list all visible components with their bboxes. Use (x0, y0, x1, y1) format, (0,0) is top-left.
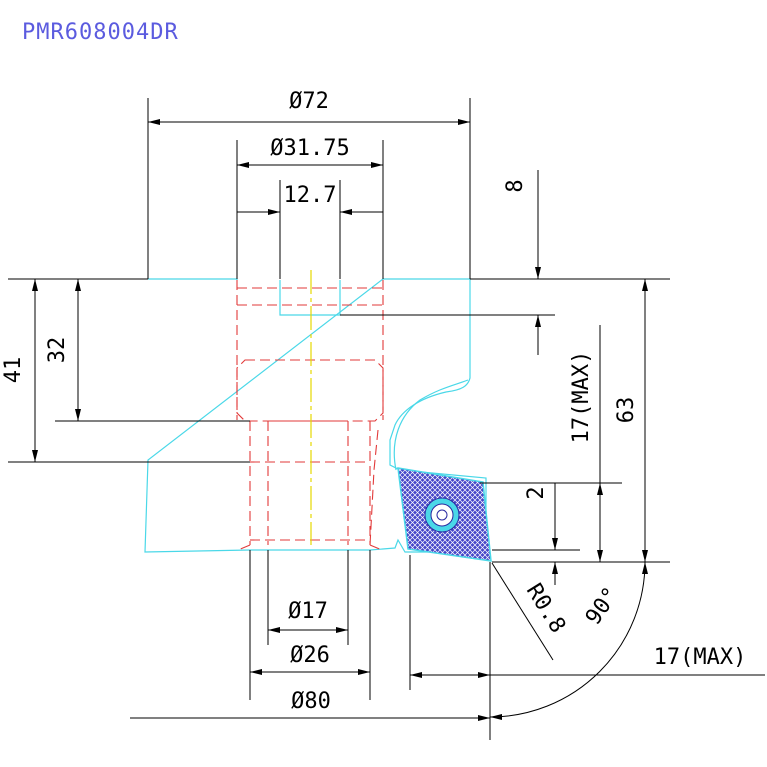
dim-max-17-vertical: 17(MAX) (569, 351, 594, 444)
dim-width-12-7: 12.7 (284, 183, 337, 208)
dim-height-41: 41 (1, 357, 26, 384)
dim-height-32: 32 (45, 337, 70, 364)
dimension-lines (32, 119, 648, 721)
dim-diameter-26: Ø26 (290, 643, 330, 668)
dim-diameter-80: Ø80 (291, 689, 331, 714)
drawing-title: PMR608004DR (22, 20, 179, 45)
dim-radius-0-8: R0.8 (521, 579, 570, 637)
cutting-insert (397, 467, 492, 562)
dim-angle-90: 90° (581, 583, 624, 630)
dim-height-63: 63 (614, 397, 639, 424)
dim-max-17-horizontal: 17(MAX) (654, 645, 747, 670)
hidden-lines (236, 280, 384, 551)
dim-height-2: 2 (524, 486, 549, 499)
extension-lines (8, 98, 765, 740)
dim-diameter-17: Ø17 (288, 599, 328, 624)
dim-diameter-31-75: Ø31.75 (270, 136, 349, 161)
dim-diameter-72: Ø72 (289, 89, 329, 114)
dim-depth-8: 8 (503, 179, 528, 192)
